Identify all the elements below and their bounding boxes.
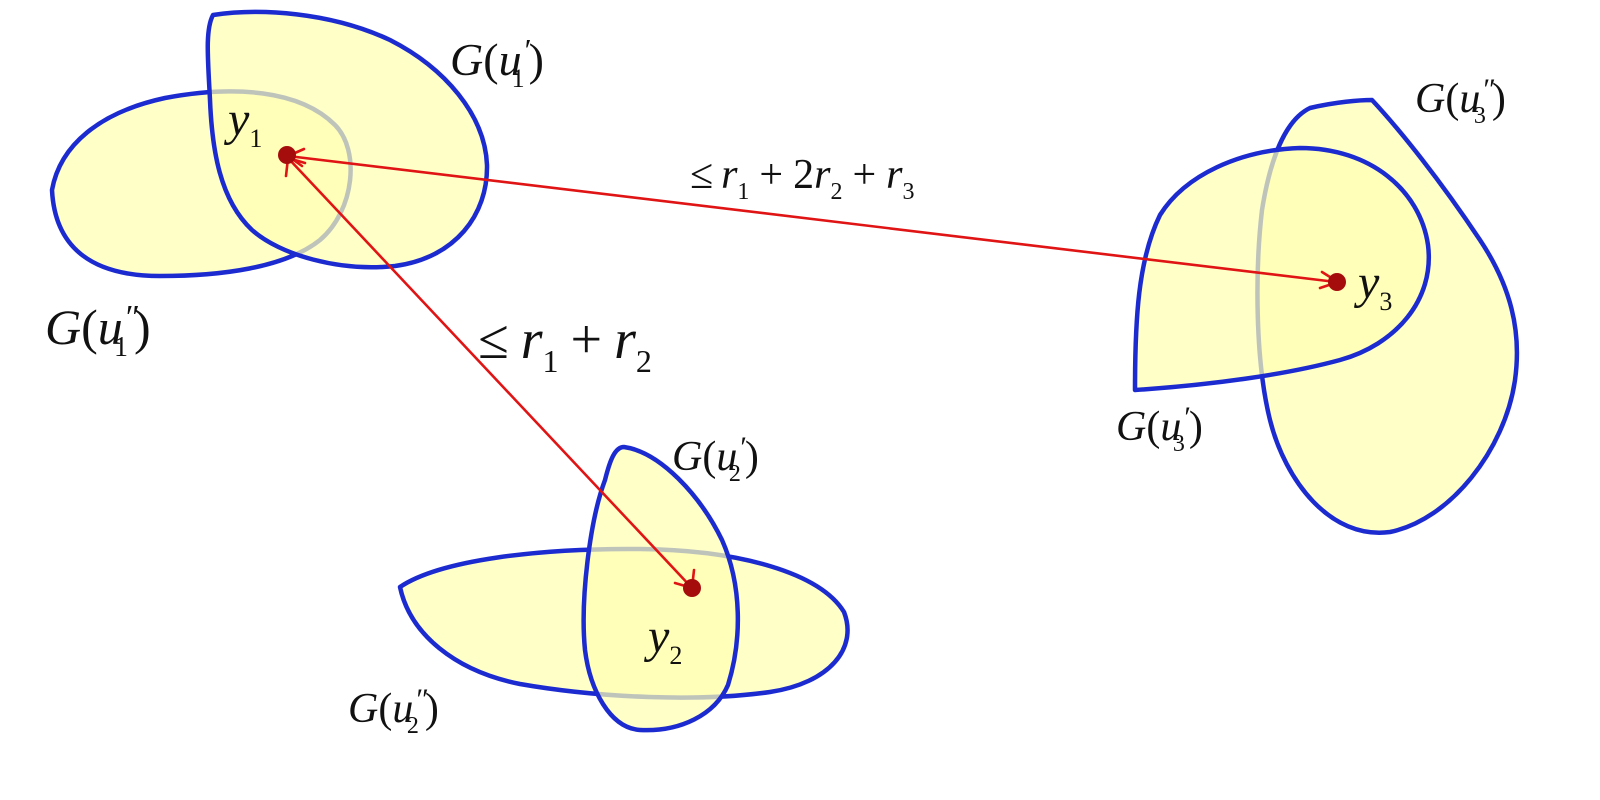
region-g-u1-prime (205, 9, 490, 270)
label-y1: y1 (223, 93, 262, 153)
point-y1 (278, 146, 296, 164)
label-g-u3-prime: G(u′3) (1116, 401, 1203, 457)
region-g-u3-prime (1132, 145, 1432, 393)
label-g-u1-prime: G(u′1) (450, 32, 544, 93)
label-g-u2-double-prime: G(u″2) (348, 683, 439, 739)
point-y3 (1328, 273, 1346, 291)
label-g-u3-double-prime: G(u″3) (1415, 73, 1506, 129)
label-g-u1-double-prime: G(u″1) (45, 299, 151, 363)
label-distance-y1-y2: ≤r1+r2 (478, 309, 652, 379)
label-g-u2-prime: G(u′2) (672, 431, 759, 487)
region-g-u2-prime (581, 444, 741, 733)
label-distance-y1-y3: ≤r1+2r2+r3 (690, 152, 915, 205)
label-y2: y2 (643, 610, 682, 670)
label-y3: y3 (1353, 256, 1392, 316)
point-y2 (683, 579, 701, 597)
arrow-y1-y3 (287, 154, 1337, 284)
arrow-y1-y2 (287, 157, 693, 589)
